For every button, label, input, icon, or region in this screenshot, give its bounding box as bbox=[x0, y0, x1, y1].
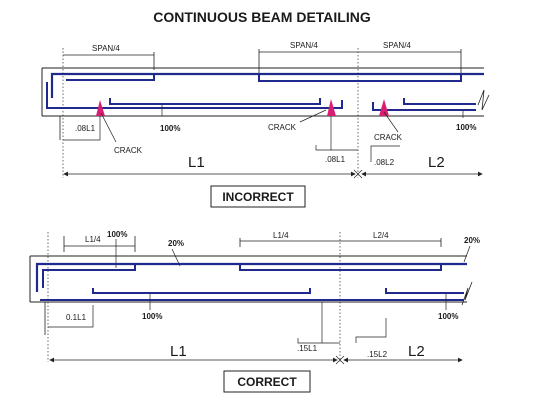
top-l2-4-label: L2/4 bbox=[373, 231, 389, 240]
span-l1-label: L1 bbox=[188, 154, 205, 171]
top-extra-bar-mid bbox=[258, 74, 462, 82]
dim-08l1-right-line bbox=[315, 145, 358, 151]
crack-leader-3 bbox=[383, 111, 399, 133]
span-label-1: SPAN/4 bbox=[92, 44, 120, 53]
dim-08l2: .08L2 bbox=[374, 158, 395, 167]
span-break-cross-b bbox=[335, 355, 345, 365]
dim-08l1-right: .08L1 bbox=[325, 155, 346, 164]
span-break-cross bbox=[353, 169, 363, 179]
incorrect-detail: SPAN/4 SPAN/4 SPAN/4 CRACK CRACK C bbox=[41, 41, 490, 208]
top-extra-bar-left-b bbox=[42, 264, 136, 288]
crack-label-2: CRACK bbox=[268, 123, 297, 132]
dim-08l1-left-line bbox=[63, 116, 101, 141]
incorrect-caption: INCORRECT bbox=[222, 190, 294, 204]
crack-leader-1 bbox=[100, 112, 117, 143]
crack-label-3: CRACK bbox=[374, 133, 403, 142]
bottom-rebar-span2-b bbox=[385, 288, 464, 294]
top-l1-4-label: L1/4 bbox=[85, 235, 101, 244]
dim-15l2: .15L2 bbox=[367, 350, 388, 359]
bottom-pct-label-2: 100% bbox=[456, 123, 476, 132]
dim-01l1-line bbox=[48, 305, 94, 328]
top-20-label-left: 20% bbox=[168, 239, 184, 248]
crack-label-1: CRACK bbox=[114, 146, 143, 155]
top-20-leader-right bbox=[463, 245, 471, 263]
top-extra-bar-left bbox=[66, 73, 155, 81]
span-label-3: SPAN/4 bbox=[383, 41, 411, 50]
bottom-pct-label-1-b: 100% bbox=[142, 312, 162, 321]
dim-15l1: .15L1 bbox=[297, 344, 318, 353]
dim-15l1-line bbox=[297, 338, 340, 344]
correct-caption-box bbox=[223, 370, 311, 393]
span-l2-label: L2 bbox=[428, 154, 445, 171]
crack-mark-3 bbox=[379, 99, 389, 116]
crack-leader-2 bbox=[299, 109, 327, 123]
top-rebar-main-b bbox=[35, 262, 467, 292]
span-label-2: SPAN/4 bbox=[290, 41, 318, 50]
dim-08l2-line bbox=[370, 145, 400, 162]
incorrect-caption-box bbox=[210, 185, 306, 208]
dim-01l1: 0.1L1 bbox=[66, 313, 87, 322]
bottom-rebar-span1-b bbox=[92, 288, 311, 294]
bottom-rebar-span2 bbox=[372, 102, 476, 111]
beam-break-mark bbox=[477, 89, 490, 111]
correct-caption: CORRECT bbox=[237, 375, 297, 389]
crack-mark-1 bbox=[96, 100, 105, 116]
bottom-rebar-span2-inner bbox=[403, 98, 476, 105]
top-extra-bar-mid-b bbox=[239, 264, 442, 271]
bottom-rebar-span1 bbox=[109, 98, 321, 105]
bottom-rebar-left bbox=[46, 82, 343, 109]
top-100-label: 100% bbox=[107, 230, 127, 239]
crack-mark-2 bbox=[327, 99, 336, 116]
span-l2-label-b: L2 bbox=[408, 343, 425, 360]
dim-15l2-line bbox=[355, 318, 387, 343]
top-20-label-right: 20% bbox=[464, 236, 480, 245]
span-l1-label-b: L1 bbox=[170, 343, 187, 360]
top-l1-4-mid-label: L1/4 bbox=[273, 231, 289, 240]
dim-08l1-left: .08L1 bbox=[75, 124, 96, 133]
correct-detail: L1/4 100% 20% L1/4 L2/4 20% 100% 100% bbox=[29, 230, 480, 393]
bottom-pct-label-2-b: 100% bbox=[438, 312, 458, 321]
bottom-pct-label-1: 100% bbox=[160, 124, 180, 133]
beam-break-mark-b bbox=[461, 281, 473, 306]
top-rebar-main bbox=[50, 72, 484, 98]
page-title: CONTINUOUS BEAM DETAILING bbox=[153, 9, 371, 25]
